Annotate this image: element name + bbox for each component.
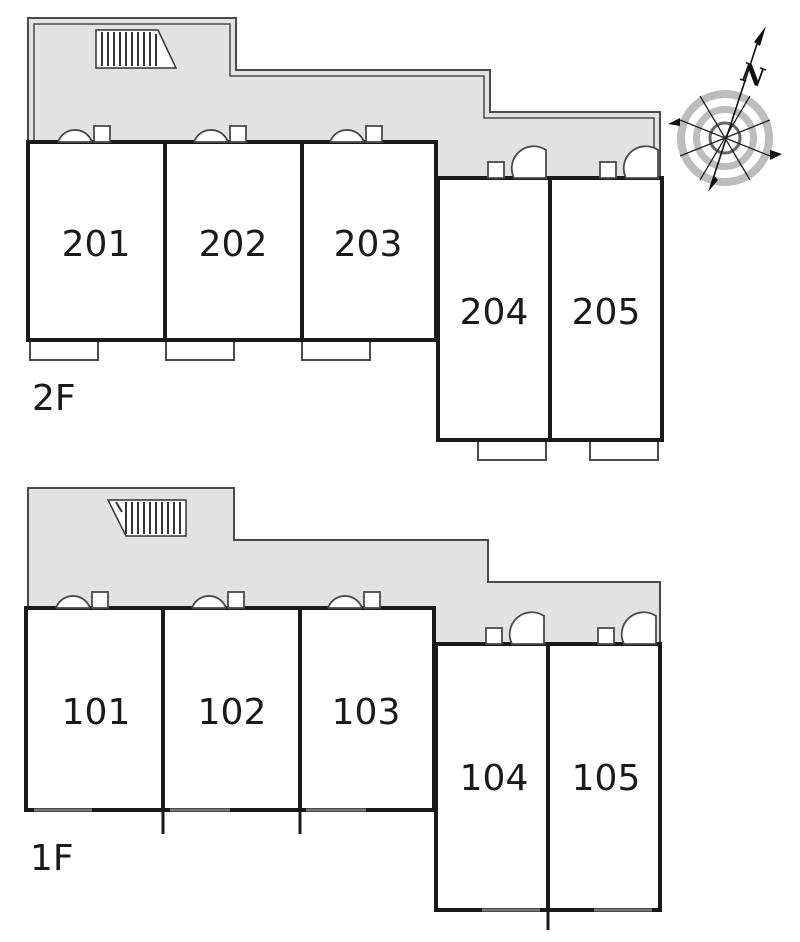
staircase-icon <box>106 499 187 537</box>
room-105 <box>546 642 662 912</box>
compass-rose-icon: N <box>668 26 782 192</box>
balcony-201 <box>29 339 99 361</box>
room-201 <box>26 140 167 342</box>
door-icon <box>487 145 547 179</box>
door-icon <box>329 125 383 143</box>
door-icon <box>191 591 245 609</box>
room-label-203: 203 <box>334 224 403 265</box>
door-icon <box>485 611 545 645</box>
room-label-102: 102 <box>198 692 267 733</box>
floor-1f: 101 102 103 104 105 1F <box>24 487 662 930</box>
door-icon <box>599 145 659 179</box>
door-icon <box>55 591 109 609</box>
floor-label-2f: 2F <box>32 378 76 419</box>
staircase-icon <box>95 29 178 69</box>
balcony-203 <box>301 339 371 361</box>
door-icon <box>57 125 111 143</box>
room-label-105: 105 <box>572 758 641 799</box>
room-label-104: 104 <box>460 758 529 799</box>
door-icon <box>193 125 247 143</box>
balcony-204 <box>477 439 547 461</box>
floor-2f: 201 202 203 204 205 2F <box>26 17 664 461</box>
room-label-201: 201 <box>62 224 131 265</box>
balcony-202 <box>165 339 235 361</box>
room-label-204: 204 <box>460 292 529 333</box>
floor-label-1f: 1F <box>30 838 74 879</box>
room-label-205: 205 <box>572 292 641 333</box>
room-label-103: 103 <box>332 692 401 733</box>
compass-north-letter: N <box>736 58 769 94</box>
balcony-205 <box>589 439 659 461</box>
room-203 <box>300 140 438 342</box>
room-204 <box>436 176 552 442</box>
room-label-101: 101 <box>62 692 131 733</box>
door-icon <box>597 611 657 645</box>
room-label-202: 202 <box>199 224 268 265</box>
room-205 <box>548 176 664 442</box>
door-icon <box>327 591 381 609</box>
